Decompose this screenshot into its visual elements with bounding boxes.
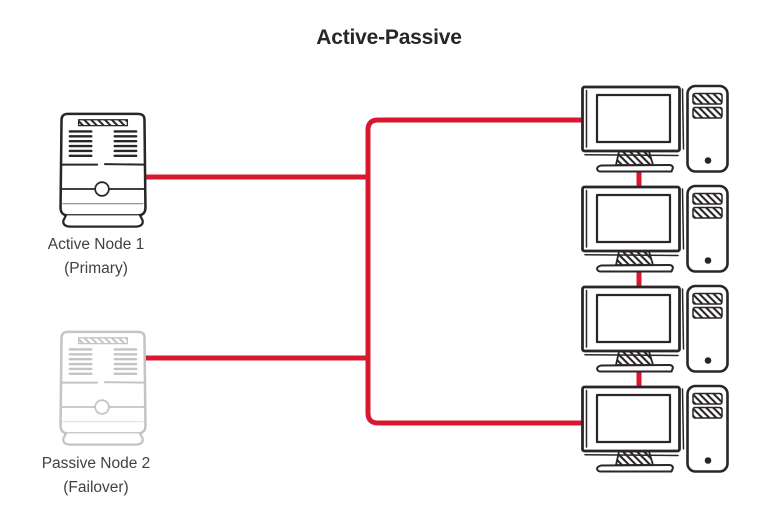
tower-drive-bay [692, 292, 723, 305]
tower-drive-bay [692, 192, 723, 205]
monitor-screen [595, 293, 672, 344]
passive-node-role: (Failover) [63, 479, 129, 496]
tower-drive-bay [692, 306, 723, 319]
passive-node-label: Passive Node 2 (Failover) [4, 452, 188, 500]
tower-drive-bay [692, 92, 723, 105]
active-node-label: Active Node 1 (Primary) [4, 233, 188, 281]
power-button-dot [704, 457, 712, 464]
tower-icon [686, 84, 729, 173]
diagram-title: Active-Passive [316, 26, 462, 49]
monitor-stand [615, 250, 654, 266]
monitor-stand [615, 450, 654, 466]
tower-drive-bay [692, 406, 723, 419]
server-knob [94, 399, 110, 415]
monitor-icon [581, 385, 685, 473]
power-button-dot [704, 357, 712, 364]
monitor-base [596, 464, 674, 473]
server-grilles [68, 348, 138, 376]
server-knob [94, 181, 110, 197]
active-node-name: Active Node 1 [47, 236, 145, 253]
monitor-base [596, 364, 674, 373]
server-top-vent-strip [77, 337, 129, 345]
monitor-icon [581, 285, 685, 373]
server-top-vent-strip [77, 119, 129, 127]
monitor-icon [581, 85, 685, 173]
active-node-role: (Primary) [64, 260, 128, 277]
monitor-screen [595, 93, 672, 144]
client-workstation [581, 184, 729, 273]
power-button-dot [704, 157, 712, 164]
passive-server-icon [59, 330, 147, 446]
client-workstation [581, 284, 729, 373]
server-base [62, 214, 144, 228]
client-workstation [581, 84, 729, 173]
tower-icon [686, 384, 729, 473]
monitor-stand [615, 150, 654, 166]
monitor-stand [615, 350, 654, 366]
tower-icon [686, 184, 729, 273]
tower-drive-bay [692, 392, 723, 405]
tower-icon [686, 284, 729, 373]
monitor-icon [581, 185, 685, 273]
active-server-icon [59, 112, 147, 228]
client-workstation [581, 384, 729, 473]
monitor-base [596, 264, 674, 273]
server-grilles [68, 130, 138, 158]
tower-drive-bay [692, 106, 723, 119]
server-base [62, 432, 144, 446]
monitor-screen [595, 393, 672, 444]
monitor-screen [595, 193, 672, 244]
passive-node-name: Passive Node 2 [41, 455, 151, 472]
power-button-dot [704, 257, 712, 264]
bus-line [365, 117, 593, 426]
monitor-base [596, 164, 674, 173]
tower-drive-bay [692, 206, 723, 219]
